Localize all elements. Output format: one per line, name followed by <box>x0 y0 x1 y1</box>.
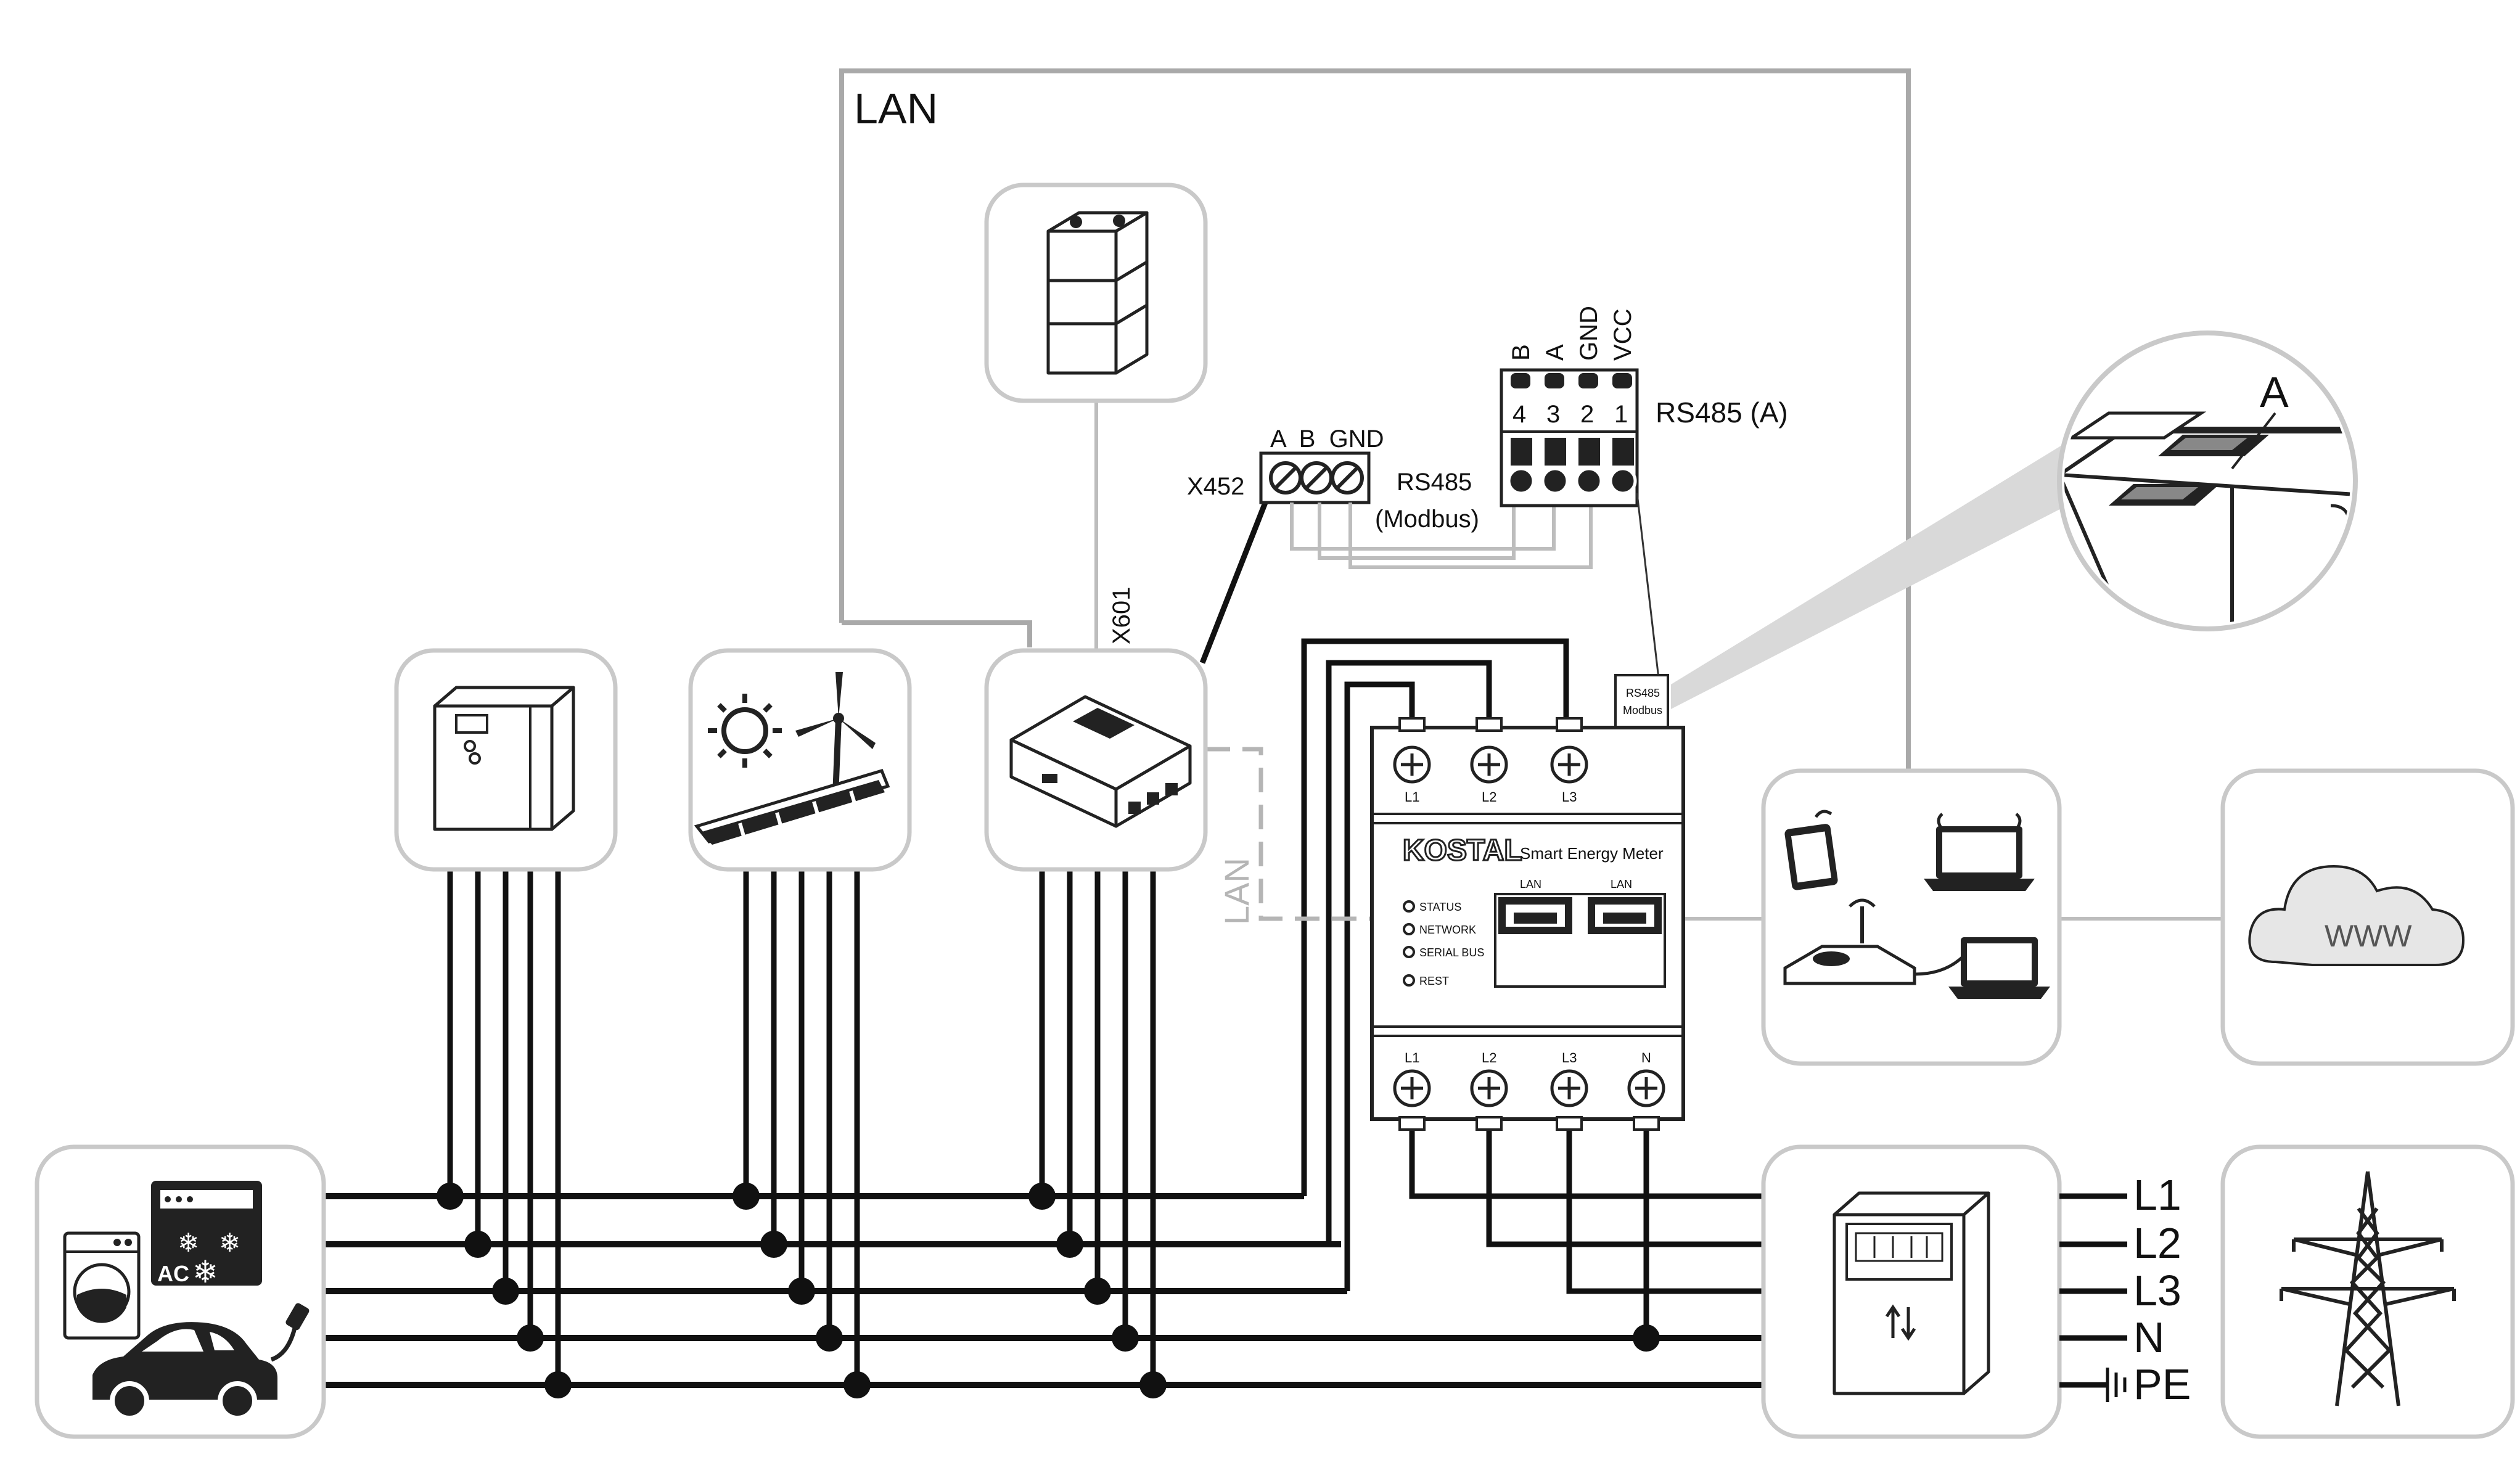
solar-roof-icon <box>694 768 890 853</box>
utility-meter-icon <box>1833 1191 1990 1395</box>
meter-bottom-l2: L2 <box>1482 1050 1496 1065</box>
cabinet-drops <box>437 869 572 1398</box>
cloud-www-icon: WWW <box>2248 864 2465 966</box>
meter-bottom-n: N <box>1641 1050 1651 1065</box>
renewables-box <box>688 648 912 872</box>
inverter-drops <box>1028 869 1167 1398</box>
router-icon <box>1783 898 1916 985</box>
led-serial-bus: SERIAL BUS <box>1419 946 1484 959</box>
meter-bottom-l1: L1 <box>1405 1050 1419 1065</box>
ac-icon: ❄ ❄ AC ❄ <box>151 1181 262 1289</box>
zoom-callout: A <box>2057 330 2358 631</box>
rs485-port-line1: RS485 <box>1626 687 1660 699</box>
terminal-num-4: 4 <box>1512 401 1526 428</box>
inverter-box <box>984 648 1208 872</box>
meter-lan-port-1-label: LAN <box>1520 878 1541 890</box>
lan-label: LAN <box>854 84 938 133</box>
x452-connector: A B GND X452 RS485 (Modbus) <box>1187 425 1479 533</box>
pylon-box <box>2220 1144 2515 1439</box>
meter-top-l1: L1 <box>1405 789 1419 805</box>
grid-line-l3: L3 <box>2133 1266 2181 1315</box>
smart-energy-meter: RS485 Modbus L1 L2 L3 KOSTAL Smart Energ… <box>1370 674 1685 1131</box>
rs485-modbus-line2: (Modbus) <box>1375 506 1479 533</box>
meter-top-l2: L2 <box>1482 789 1496 805</box>
cabinet-box <box>394 648 618 872</box>
power-pylon-icon <box>2280 1171 2456 1406</box>
grid-meter-box <box>1761 1144 2127 1439</box>
grid-line-n: N <box>2133 1313 2165 1361</box>
meter-brand: KOSTAL <box>1403 834 1522 867</box>
grid-line-l1: L1 <box>2133 1171 2181 1219</box>
cloud-text: WWW <box>2325 919 2412 953</box>
grid-line-l2: L2 <box>2133 1219 2181 1267</box>
terminal-num-2: 2 <box>1580 401 1594 428</box>
led-network: NETWORK <box>1419 924 1476 936</box>
terminal-pin-b: B <box>1508 344 1535 361</box>
svg-text:❄: ❄ <box>178 1228 199 1257</box>
svg-text:❄: ❄ <box>219 1228 240 1257</box>
main-bus <box>324 1193 1776 1388</box>
wind-turbine-icon <box>795 672 876 796</box>
terminal-pin-gnd: GND <box>1575 306 1603 361</box>
cloud-box: WWW <box>2220 768 2515 1066</box>
meter-top-l3: L3 <box>1562 789 1577 805</box>
modbus-wires <box>1290 493 1593 569</box>
laptop-icon <box>1924 813 2035 891</box>
meter-lan-port-1 <box>1498 897 1572 934</box>
renewables-drops <box>733 869 871 1398</box>
meter-product: Smart Energy Meter <box>1520 844 1664 863</box>
rs485-port-line2: Modbus <box>1623 704 1662 716</box>
modbus-cable <box>1199 489 1273 664</box>
rs485-terminal-block: 4 3 2 1 B A GND VCC RS485 (A) <box>1500 306 1788 507</box>
meter-grid-feed <box>1409 1116 1776 1352</box>
lan-dashed-label: LAN <box>1217 858 1256 925</box>
terminal-pin-vcc: VCC <box>1609 309 1636 361</box>
grid-line-pe: PE <box>2133 1360 2191 1408</box>
battery-box <box>984 183 1208 403</box>
meter-lan-port-2 <box>1588 897 1662 934</box>
inverter-icon <box>1009 695 1192 828</box>
terminal-pin-a: A <box>1541 344 1569 361</box>
x452-label: X452 <box>1187 473 1244 500</box>
cabinet-icon <box>433 686 575 831</box>
meter-bottom-l3: L3 <box>1562 1050 1577 1065</box>
laptop-icon <box>1948 937 2050 999</box>
terminal-num-3: 3 <box>1546 401 1560 428</box>
x452-pin-labels: A B GND <box>1270 425 1384 453</box>
battery-stack-icon <box>1046 211 1149 375</box>
svg-text:AC: AC <box>157 1261 189 1286</box>
sun-icon <box>708 694 782 768</box>
terminal-num-1: 1 <box>1614 401 1628 428</box>
led-rest: REST <box>1419 975 1449 987</box>
terminal-port-link <box>1636 493 1660 679</box>
lan-loop: LAN <box>839 68 1911 771</box>
meter-lan-port-2-label: LAN <box>1611 878 1632 890</box>
x601-label: X601 <box>1108 587 1135 644</box>
rs485-a-label: RS485 (A) <box>1656 396 1788 429</box>
electric-car-icon <box>92 1303 310 1421</box>
consumers-box: ❄ ❄ AC ❄ <box>35 1144 326 1439</box>
zoom-callout-label: A <box>2260 368 2289 416</box>
rs485-modbus-line1: RS485 <box>1397 469 1472 496</box>
zoom-cone <box>1671 432 2115 709</box>
network-box <box>1761 768 2062 1066</box>
tablet-icon <box>1784 810 1838 890</box>
svg-text:❄: ❄ <box>192 1255 218 1289</box>
led-status: STATUS <box>1419 901 1461 913</box>
washing-machine-icon <box>63 1231 141 1340</box>
